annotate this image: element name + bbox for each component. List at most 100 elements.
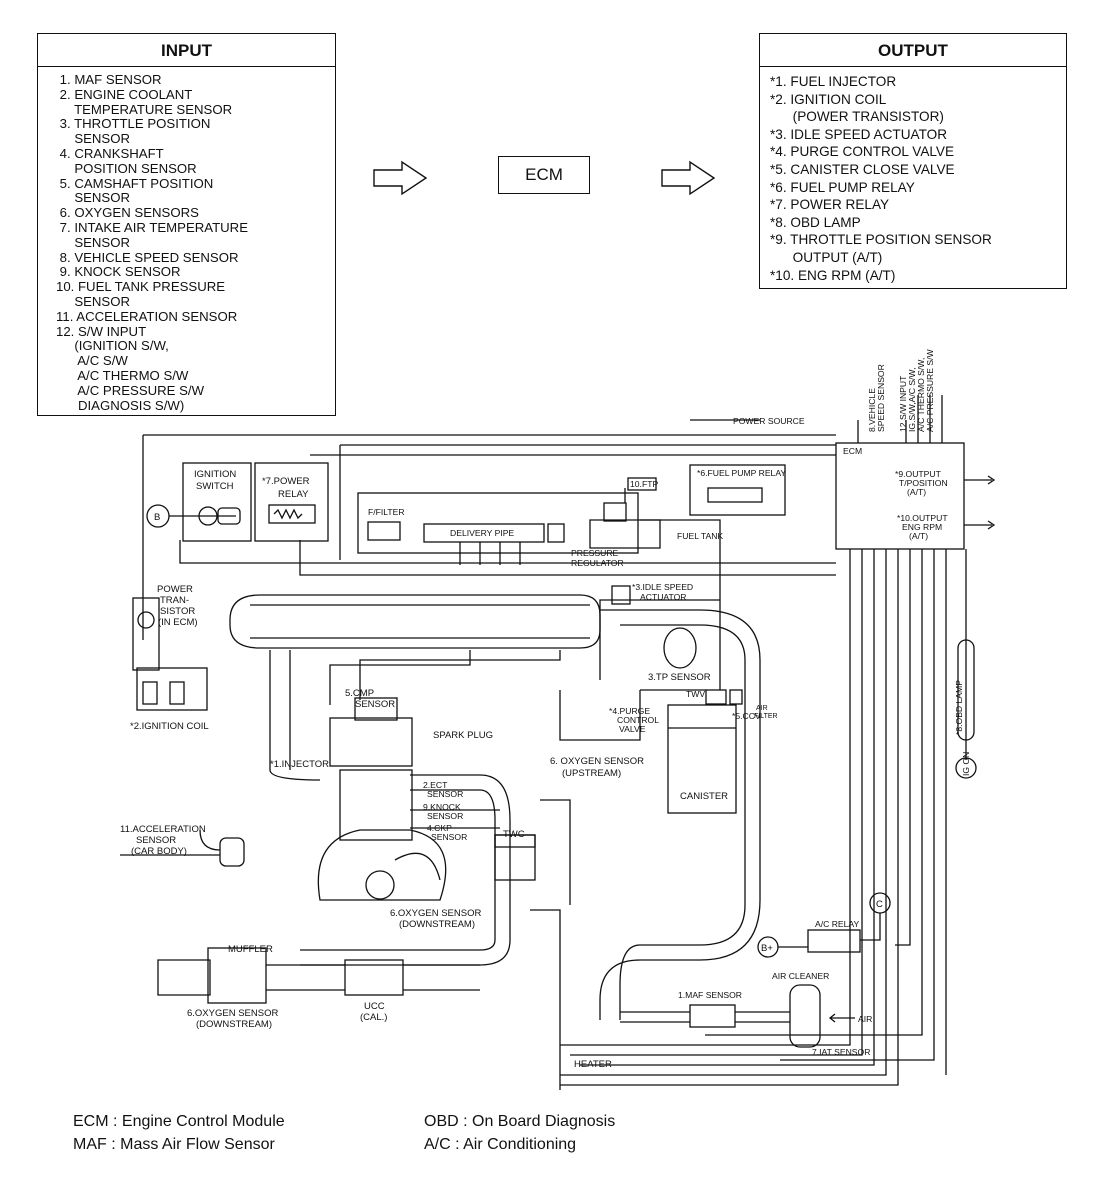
label-ftp: 10.FTP	[630, 479, 658, 489]
output-title: OUTPUT	[760, 34, 1066, 67]
label-sw-input-3: A/C THERMO S/W,	[916, 358, 926, 432]
label-injector: *1.INJECTOR	[270, 759, 329, 770]
obd-lamp	[957, 639, 975, 741]
input-list-item: (IGNITION S/W,	[56, 338, 169, 354]
input-list-item: A/C S/W	[56, 353, 128, 369]
muffler	[207, 947, 267, 1004]
label-o2-down-2: (DOWNSTREAM)	[399, 919, 475, 930]
input-list-item: 11. ACCELERATION SENSOR	[56, 308, 238, 324]
label-power-transistor-4: (IN ECM)	[158, 617, 198, 628]
label-vehicle-speed-2: SPEED SENSOR	[876, 364, 886, 432]
label-muffler: MUFFLER	[228, 944, 273, 955]
input-list-item: SENSOR	[56, 293, 131, 309]
label-power-transistor-2: TRAN-	[160, 595, 189, 606]
input-list-item: 4. CRANKSHAFT	[56, 145, 164, 161]
output-list-item: *7. POWER RELAY	[770, 197, 890, 213]
label-air-filter-2: FILTER	[754, 713, 778, 720]
input-box: INPUT 1. MAF SENSOR 2. ENGINE COOLANT TE…	[37, 33, 336, 416]
label-c-terminal: C	[876, 899, 883, 910]
label-o2-down2-1: 6.OXYGEN SENSOR	[187, 1008, 278, 1019]
legend-obd: OBD : On Board Diagnosis	[424, 1113, 616, 1130]
input-list: 1. MAF SENSOR 2. ENGINE COOLANT TEMPERAT…	[38, 67, 335, 413]
output-list-item: *10. ENG RPM (A/T)	[770, 267, 896, 283]
label-obd-lamp: *8.OBD LAMP	[954, 680, 964, 735]
input-list-item: 8. VEHICLE SPEED SENSOR	[56, 249, 239, 265]
label-power-transistor-3: SISTOR	[160, 606, 195, 617]
input-title: INPUT	[38, 34, 335, 67]
label-idle-speed-2: ACTUATOR	[640, 592, 686, 602]
label-power-source: POWER SOURCE	[733, 416, 805, 426]
label-idle-speed-1: *3.IDLE SPEED	[632, 582, 693, 592]
label-ucc-2: (CAL.)	[360, 1012, 387, 1023]
legend-ac: A/C : Air Conditioning	[424, 1136, 577, 1153]
input-list-item: SENSOR	[56, 190, 131, 206]
label-air-cleaner: AIR CLEANER	[772, 971, 829, 981]
label-power-transistor-1: POWER	[157, 584, 193, 595]
label-ac-relay: A/C RELAY	[815, 919, 860, 929]
label-b-plus: B+	[761, 943, 773, 954]
label-power-relay-1: *7.POWER	[262, 476, 310, 487]
label-output-rpm-1: *10.OUTPUT	[897, 513, 948, 523]
label-knock-1: 9.KNOCK	[423, 802, 461, 812]
label-output-tpos-2: T/POSITION	[899, 478, 948, 488]
output-list-item: *5. CANISTER CLOSE VALVE	[770, 161, 955, 177]
label-delivery-pipe: DELIVERY PIPE	[450, 528, 514, 538]
input-list-item: 7. INTAKE AIR TEMPERATURE	[56, 219, 248, 235]
label-maf-sensor: 1.MAF SENSOR	[678, 990, 742, 1000]
output-list-item: *1. FUEL INJECTOR	[770, 74, 897, 89]
label-o2-down2-2: (DOWNSTREAM)	[196, 1019, 272, 1030]
output-list-item: *2. IGNITION COIL	[770, 91, 887, 107]
maf-sensor	[689, 1004, 736, 1028]
legend-ecm: ECM : Engine Control Module	[73, 1113, 285, 1130]
ecm-box: ECM	[498, 156, 590, 194]
label-ckp-2: SENSOR	[431, 832, 467, 842]
label-iat-sensor: 7.IAT SENSOR	[812, 1047, 870, 1057]
output-list: *1. FUEL INJECTOR*2. IGNITION COIL (POWE…	[760, 67, 1066, 284]
label-output-tpos-3: (A/T)	[907, 487, 926, 497]
output-list-item: *9. THROTTLE POSITION SENSOR	[770, 232, 992, 248]
label-knock-2: SENSOR	[427, 811, 463, 821]
label-sw-input-1: 12.S/W INPUT	[898, 375, 908, 432]
input-list-item: 1. MAF SENSOR	[56, 72, 162, 87]
input-list-item: 9. KNOCK SENSOR	[56, 264, 181, 280]
label-ig-on: IG ON	[961, 752, 971, 776]
ucc	[344, 959, 404, 996]
output-list-item: *4. PURGE CONTROL VALVE	[770, 144, 955, 160]
output-list-item: OUTPUT (A/T)	[770, 249, 883, 265]
label-twv: TWV	[686, 689, 705, 699]
label-ucc-1: UCC	[364, 1001, 385, 1012]
fuel-filter-box	[357, 492, 639, 554]
output-list-item: *3. IDLE SPEED ACTUATOR	[770, 126, 948, 142]
input-list-item: 5. CAMSHAFT POSITION	[56, 175, 214, 191]
label-ecm: ECM	[843, 446, 862, 456]
label-output-rpm-3: (A/T)	[909, 531, 928, 541]
input-list-item: 10. FUEL TANK PRESSURE	[56, 279, 226, 295]
cylinder-head	[329, 717, 413, 767]
label-cmp-sensor-2: SENSOR	[355, 699, 395, 710]
input-list-item: A/C PRESSURE S/W	[56, 382, 205, 398]
label-ect-1: 2.ECT	[423, 780, 448, 790]
input-list-item: SENSOR	[56, 131, 131, 147]
label-o2-down-1: 6.OXYGEN SENSOR	[390, 908, 481, 919]
ig-on-terminal	[955, 757, 977, 779]
label-b-terminal: B	[154, 512, 160, 523]
label-ccv: *5.CCV	[732, 711, 761, 721]
label-ignition-switch-2: SWITCH	[196, 481, 234, 492]
label-ckp-1: 4.CKP	[427, 823, 452, 833]
ignition-coil-box	[136, 667, 208, 711]
label-pressure-regulator-2: REGULATOR	[571, 558, 624, 568]
ac-relay	[807, 929, 861, 953]
label-output-rpm-2: ENG RPM	[902, 522, 942, 532]
label-ffilter: F/FILTER	[368, 507, 405, 517]
label-sw-input-4: A/C PRESSURE S/W	[925, 349, 935, 432]
input-list-item: 2. ENGINE COOLANT	[56, 86, 193, 102]
label-canister: CANISTER	[680, 791, 728, 802]
canister	[667, 704, 737, 814]
input-list-item: TEMPERATURE SENSOR	[56, 101, 233, 117]
label-cmp-sensor-1: 5.CMP	[345, 688, 374, 699]
label-power-relay-2: RELAY	[278, 489, 309, 500]
label-accel-1: 11.ACCELERATION	[120, 824, 206, 835]
output-list-item: *8. OBD LAMP	[770, 214, 861, 230]
input-list-item: 12. S/W INPUT	[56, 323, 147, 339]
